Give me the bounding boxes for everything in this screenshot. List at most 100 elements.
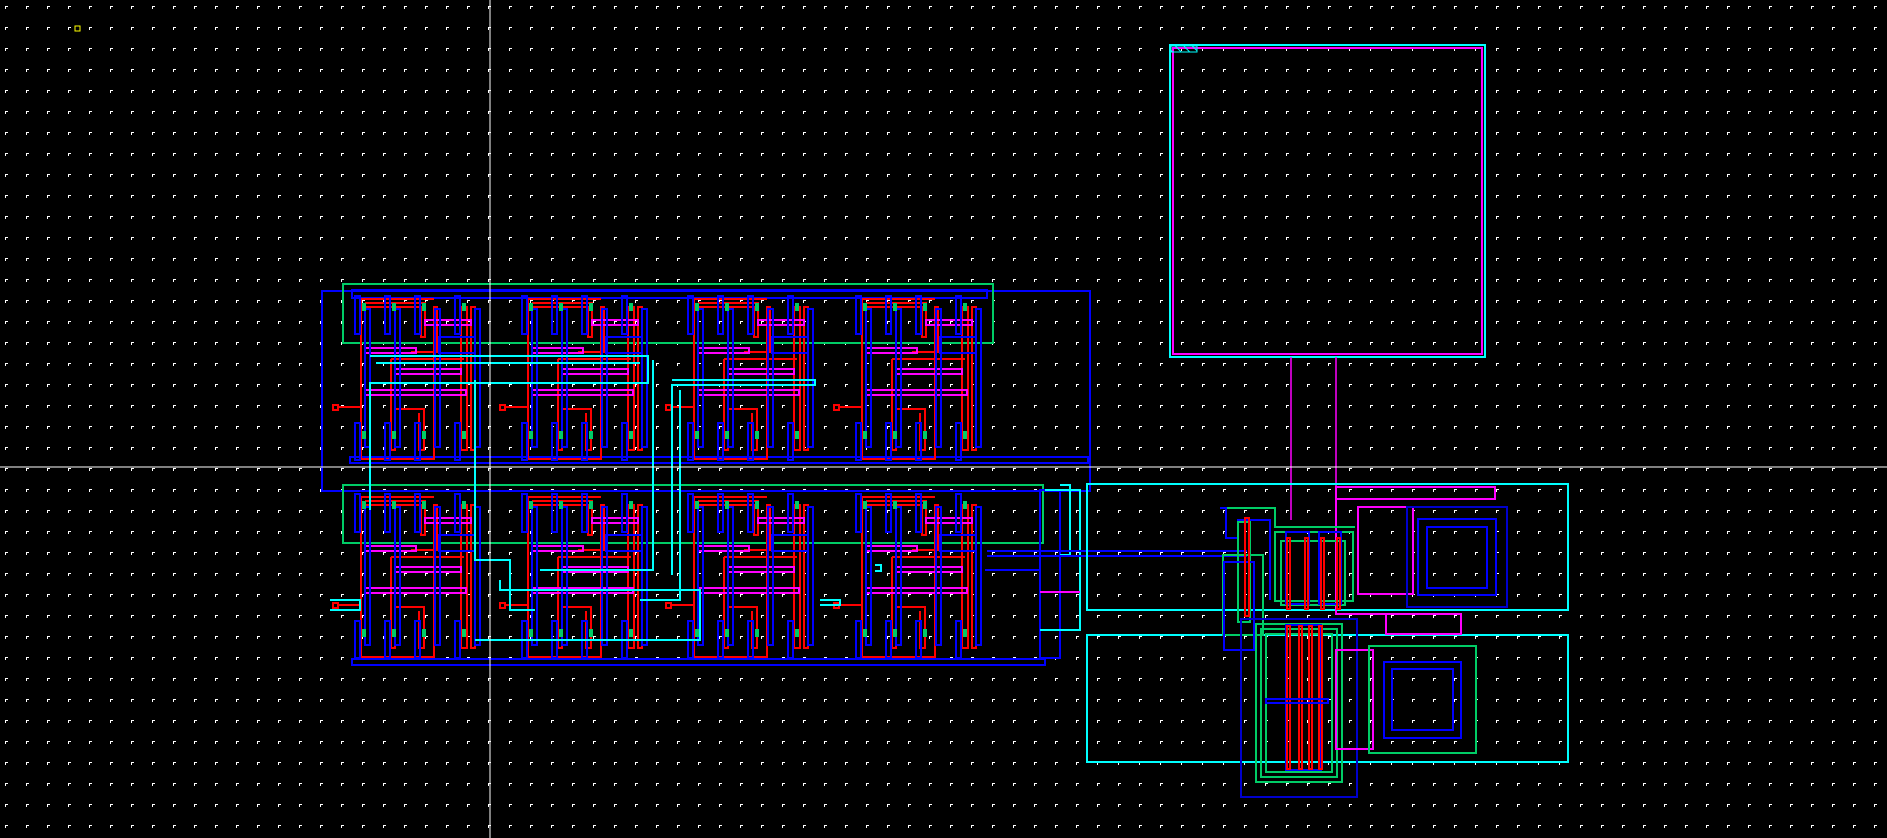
cap2-diff[interactable] (1368, 645, 1477, 754)
cell-2-m1-long-3[interactable] (807, 308, 814, 448)
cell-3-m1-bot-1[interactable] (885, 422, 892, 461)
route-f[interactable] (640, 390, 681, 601)
pmos-bar[interactable] (1265, 698, 1329, 704)
cell-5-contact-b-2[interactable] (589, 629, 593, 637)
cell-1-contact-1[interactable] (559, 303, 563, 311)
cell-0-contact-2[interactable] (422, 303, 426, 311)
cell-2-m1-bot-1[interactable] (717, 422, 724, 461)
cell-5-contact-b-3[interactable] (629, 629, 633, 637)
cell-2-m1-box[interactable] (771, 336, 809, 354)
cell-1-contact-2[interactable] (589, 303, 593, 311)
cell-1-m1-bot-3[interactable] (621, 422, 628, 461)
cell-1-m1-top-2[interactable] (581, 295, 588, 335)
pmos-gate-2[interactable] (1308, 625, 1313, 770)
cell-0-contact-b-2[interactable] (422, 431, 426, 439)
cell-5-contact-b-0[interactable] (529, 629, 533, 637)
cell-0-contact-b-3[interactable] (462, 431, 466, 439)
cell-5-m1-top-2[interactable] (581, 493, 588, 533)
cell-6-contact-0[interactable] (695, 501, 699, 509)
cell-4-m1-top-3[interactable] (454, 493, 461, 533)
route-c[interactable] (474, 380, 535, 611)
cell-5-contact-2[interactable] (589, 501, 593, 509)
cell-4-m1-bot-2[interactable] (414, 620, 421, 659)
pmos-gate-1[interactable] (1298, 625, 1303, 770)
nmos-diff-inner[interactable] (1280, 540, 1346, 606)
cell-5-poly-link[interactable] (578, 504, 605, 551)
cell-2-m1-bot-2[interactable] (747, 422, 754, 461)
cell-5-m1-long-1[interactable] (561, 506, 568, 646)
cell-0-contact-b-0[interactable] (362, 431, 366, 439)
cell-2-contact-2[interactable] (755, 303, 759, 311)
cell-0-m1-top-0[interactable] (354, 295, 361, 335)
cell-3-m1-top-3[interactable] (955, 295, 962, 335)
cell-7-contact-0[interactable] (863, 501, 867, 509)
route-e[interactable] (671, 379, 816, 575)
cell-3-m1-bot-2[interactable] (915, 422, 922, 461)
cell-2-m1-top-3[interactable] (787, 295, 794, 335)
cell-1-contact-b-2[interactable] (589, 431, 593, 439)
cell-7-m1-top-1[interactable] (885, 493, 892, 533)
cell-3-contact-b-3[interactable] (963, 431, 967, 439)
cell-2-poly-link[interactable] (744, 306, 771, 353)
cell-3-m1-top-1[interactable] (885, 295, 892, 335)
cell-7-contact-b-3[interactable] (963, 629, 967, 637)
pmos-gate-3[interactable] (1318, 625, 1323, 770)
cell-6-m1-bot-2[interactable] (747, 620, 754, 659)
cell-4-m1-bot-1[interactable] (384, 620, 391, 659)
cell-4-contact-b-1[interactable] (392, 629, 396, 637)
cell-6-m1-long-1[interactable] (727, 506, 734, 646)
cell-7-m1-top-3[interactable] (955, 493, 962, 533)
cell-7-m2-a[interactable] (925, 517, 973, 524)
cell-5-m1-long-3[interactable] (641, 506, 648, 646)
pmos-gate-0[interactable] (1286, 625, 1291, 770)
cell-7-contact-b-2[interactable] (923, 629, 927, 637)
top-rail[interactable] (351, 289, 988, 299)
cell-5-contact-3[interactable] (629, 501, 633, 509)
cell-5-m1-box[interactable] (605, 534, 643, 552)
stack-m1-2[interactable] (1223, 561, 1255, 651)
cell-3-m1-bot-0[interactable] (855, 422, 862, 461)
cell-3-m1-long-0[interactable] (865, 308, 872, 448)
cell-7-contact-3[interactable] (963, 501, 967, 509)
cell-5-m2-a[interactable] (591, 517, 639, 524)
cap-outer[interactable] (1406, 506, 1508, 608)
cell-3-contact-b-0[interactable] (863, 431, 867, 439)
cell-0-m1-top-2[interactable] (414, 295, 421, 335)
cell-5-m1-top-3[interactable] (621, 493, 628, 533)
cell-3-contact-0[interactable] (863, 303, 867, 311)
route-i[interactable] (875, 564, 882, 572)
cell-3-m1-long-1[interactable] (895, 308, 902, 448)
cell-5-m1-top-1[interactable] (551, 493, 558, 533)
cell-0-m1-box[interactable] (438, 336, 476, 354)
cell-4-m1-long-3[interactable] (474, 506, 481, 646)
cell-6-contact-1[interactable] (725, 501, 729, 509)
cell-3-contact-2[interactable] (923, 303, 927, 311)
cell-6-contact-b-1[interactable] (725, 629, 729, 637)
pad-outline-m3[interactable] (1169, 44, 1486, 358)
cell-0-m1-long-1[interactable] (394, 308, 401, 448)
cell-7-m1-long-2[interactable] (935, 506, 942, 646)
cell-4-contact-2[interactable] (422, 501, 426, 509)
cell-1-m1-bot-0[interactable] (521, 422, 528, 461)
cell-2-m1-long-1[interactable] (727, 308, 734, 448)
cell-3-m1-top-0[interactable] (855, 295, 862, 335)
cell-6-m1-long-2[interactable] (767, 506, 774, 646)
cell-1-m1-long-2[interactable] (601, 308, 608, 448)
cell-7-poly-link[interactable] (912, 504, 939, 551)
cell-1-contact-3[interactable] (629, 303, 633, 311)
cell-4-m2-a[interactable] (424, 517, 472, 524)
cell-0-contact-0[interactable] (362, 303, 366, 311)
cell-4-m1-top-0[interactable] (354, 493, 361, 533)
cell-2-contact-b-0[interactable] (695, 431, 699, 439)
cell-0-poly-link[interactable] (411, 306, 438, 353)
cell-3-poly-link[interactable] (912, 306, 939, 353)
cell-7-m1-bot-2[interactable] (915, 620, 922, 659)
pad-outline-m2[interactable] (1172, 47, 1483, 355)
cell-7-contact-1[interactable] (893, 501, 897, 509)
layout-geometry[interactable] (321, 44, 1569, 798)
cell-4-m1-bot-0[interactable] (354, 620, 361, 659)
cell-3-contact-3[interactable] (963, 303, 967, 311)
bottom-rail[interactable] (351, 658, 1046, 666)
stack-diff-1[interactable] (1220, 507, 1355, 528)
